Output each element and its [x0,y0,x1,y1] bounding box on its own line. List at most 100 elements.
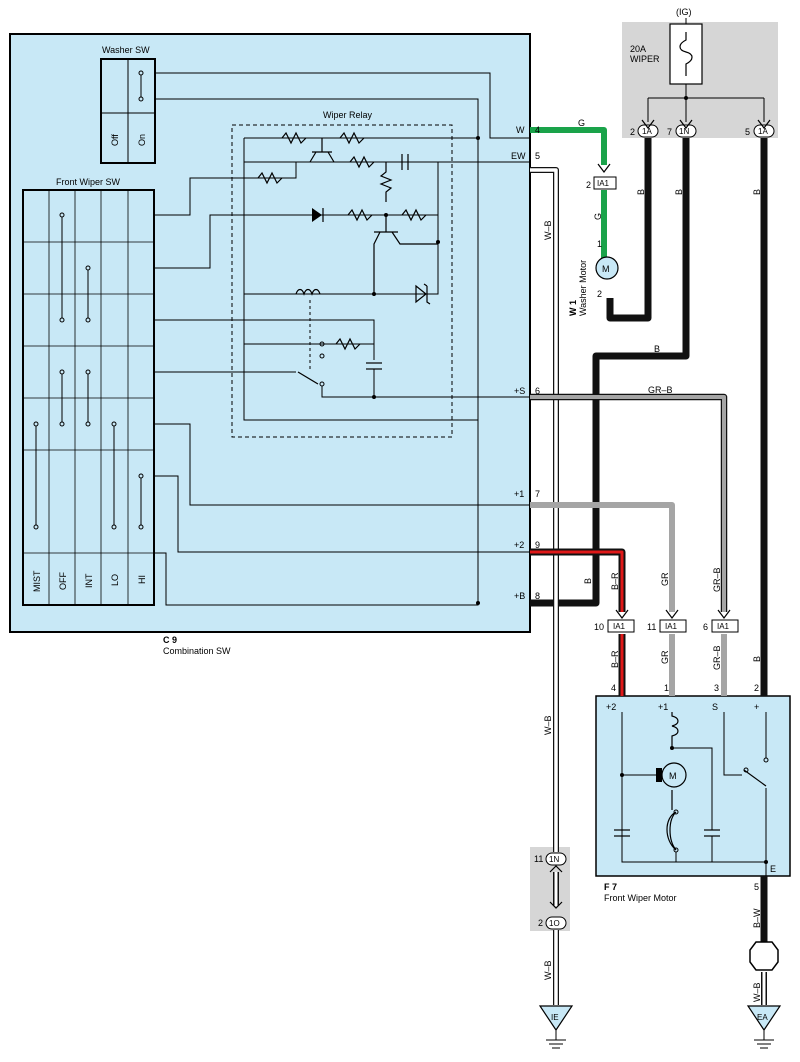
svg-text:IA1: IA1 [597,179,610,188]
relay-in-line [155,162,297,216]
motor-plus-contact [763,757,769,763]
relay-contact-1 [319,341,325,347]
wire-wb [530,168,558,852]
front-wiper-motor-symbol: M [669,771,677,781]
front-wiper-sw-off: OFF [58,572,68,590]
term-label-plus-2: +2 [514,540,524,550]
wire-label-g-lower: G [593,213,603,220]
arrow-ia1-br [615,609,629,619]
relay-switch-arm [297,371,319,385]
motor-coil [671,712,679,748]
svg-text:IE: IE [551,1013,559,1022]
resistor-r3 [349,155,375,169]
arrow-fuse-7 [679,119,693,129]
svg-text:6: 6 [703,622,708,632]
wire-label-bw: B–W [752,908,762,928]
front-wiper-sw-mist: MIST [32,570,42,592]
washer-sw-line-w [155,72,530,139]
svg-text:2: 2 [538,918,543,928]
svg-text:1A: 1A [642,127,652,136]
wire-br [530,550,624,612]
relay-left-rail [243,138,479,421]
term-label-plus-s: +S [514,386,525,396]
wire-label-g: G [578,118,585,128]
wire-label-wb-upper: W–B [543,220,553,240]
front-wiper-motor-code: F 7 [604,882,617,892]
relay-sw-line [155,319,375,360]
term-pin-5: 5 [535,151,540,161]
front-wiper-motor-name: Front Wiper Motor [604,893,677,903]
node-motor-left [620,773,624,777]
washer-sw-line-ew [155,98,479,162]
combination-sw-panel [9,33,531,633]
node-coil [372,292,376,296]
fuse-rating: 20A [630,44,646,54]
washer-sw-title: Washer SW [102,45,150,55]
fuse-pin-2: 2 [630,127,635,137]
combination-sw-code: C 9 [163,635,177,645]
motor-term-plus: + [754,702,759,712]
fuse-pin-5: 5 [745,127,750,137]
washer-sw-off: Off [110,134,120,146]
term-label-w: W [516,125,525,135]
wire-label-b-fuse5: B [752,189,762,195]
term-label-plus-b: +B [514,591,525,601]
front-wiper-motor-icon [661,762,687,788]
node-motor-e [764,860,768,864]
motor-brush-left [656,768,662,782]
node-q2 [436,240,440,244]
relay-plus-s-line [321,386,530,398]
motor-top-bus [672,747,713,830]
wire-label-grb-lower: GR–B [712,645,722,670]
fuse-icon [679,32,693,76]
term-pin-8: 8 [535,591,540,601]
node-plus-b [476,601,480,605]
wire-wb-outline [530,167,559,852]
term-pin-9: 9 [535,540,540,550]
node-motor-top [670,746,674,750]
arrow-ia1-gr [665,609,679,619]
motor-plus2-line [621,712,766,863]
svg-text:EA: EA [757,1013,768,1022]
diode-d1 [312,208,322,222]
motor-term-s: S [712,702,718,712]
washer-motor-pin-top: 1 [597,239,602,249]
motor-s-line [723,712,742,776]
wire-label-br-upper: B–R [610,572,620,590]
svg-text:1O: 1O [549,919,560,928]
wire-label-b-fuse7: B [674,189,684,195]
term-pin-7: 7 [535,489,540,499]
washer-motor-name: Washer Motor [578,260,588,316]
wire-label-b-plusb: B [583,578,593,584]
ground-connector-octagon [749,941,779,971]
motor-pin-2: 2 [754,683,759,693]
sw-line-plus-b [154,420,479,606]
arrow-fuse-2 [641,119,655,129]
sw-line-plus-1 [154,423,530,506]
wire-label-wb-right: W–B [752,982,762,1002]
ia1-connector-washer: 2 IA1 [586,176,617,190]
front-wiper-sw-int: INT [84,573,94,588]
fuse-connector-1n: 7 1N [667,124,697,138]
zener-diode [415,283,431,305]
front-wiper-sw-hi: HI [137,575,147,584]
motor-pin-1: 1 [664,683,669,693]
motor-park-contact [743,767,749,773]
front-wiper-sw-lo: LO [110,574,120,586]
washer-motor-code: W 1 [568,300,578,316]
svg-text:2: 2 [586,180,591,190]
motor-term-plus2: +2 [606,702,616,712]
wire-grb [530,395,726,612]
washer-sw-on: On [137,134,147,146]
resistor-r6 [347,208,373,222]
wire-label-br-lower: B–R [610,650,620,668]
term-pin-4: 4 [535,125,540,135]
wire-label-b-fuse2: B [636,189,646,195]
arrow-fuse-5 [757,119,771,129]
ground-ea: EA [746,1005,782,1049]
svg-text:11: 11 [534,854,543,864]
resistor-r4 [257,171,283,185]
wire-label-gr-upper: GR [660,572,670,586]
ia1-connector-10: 10 IA1 [594,619,635,633]
resistor-r5-vertical [379,162,393,202]
